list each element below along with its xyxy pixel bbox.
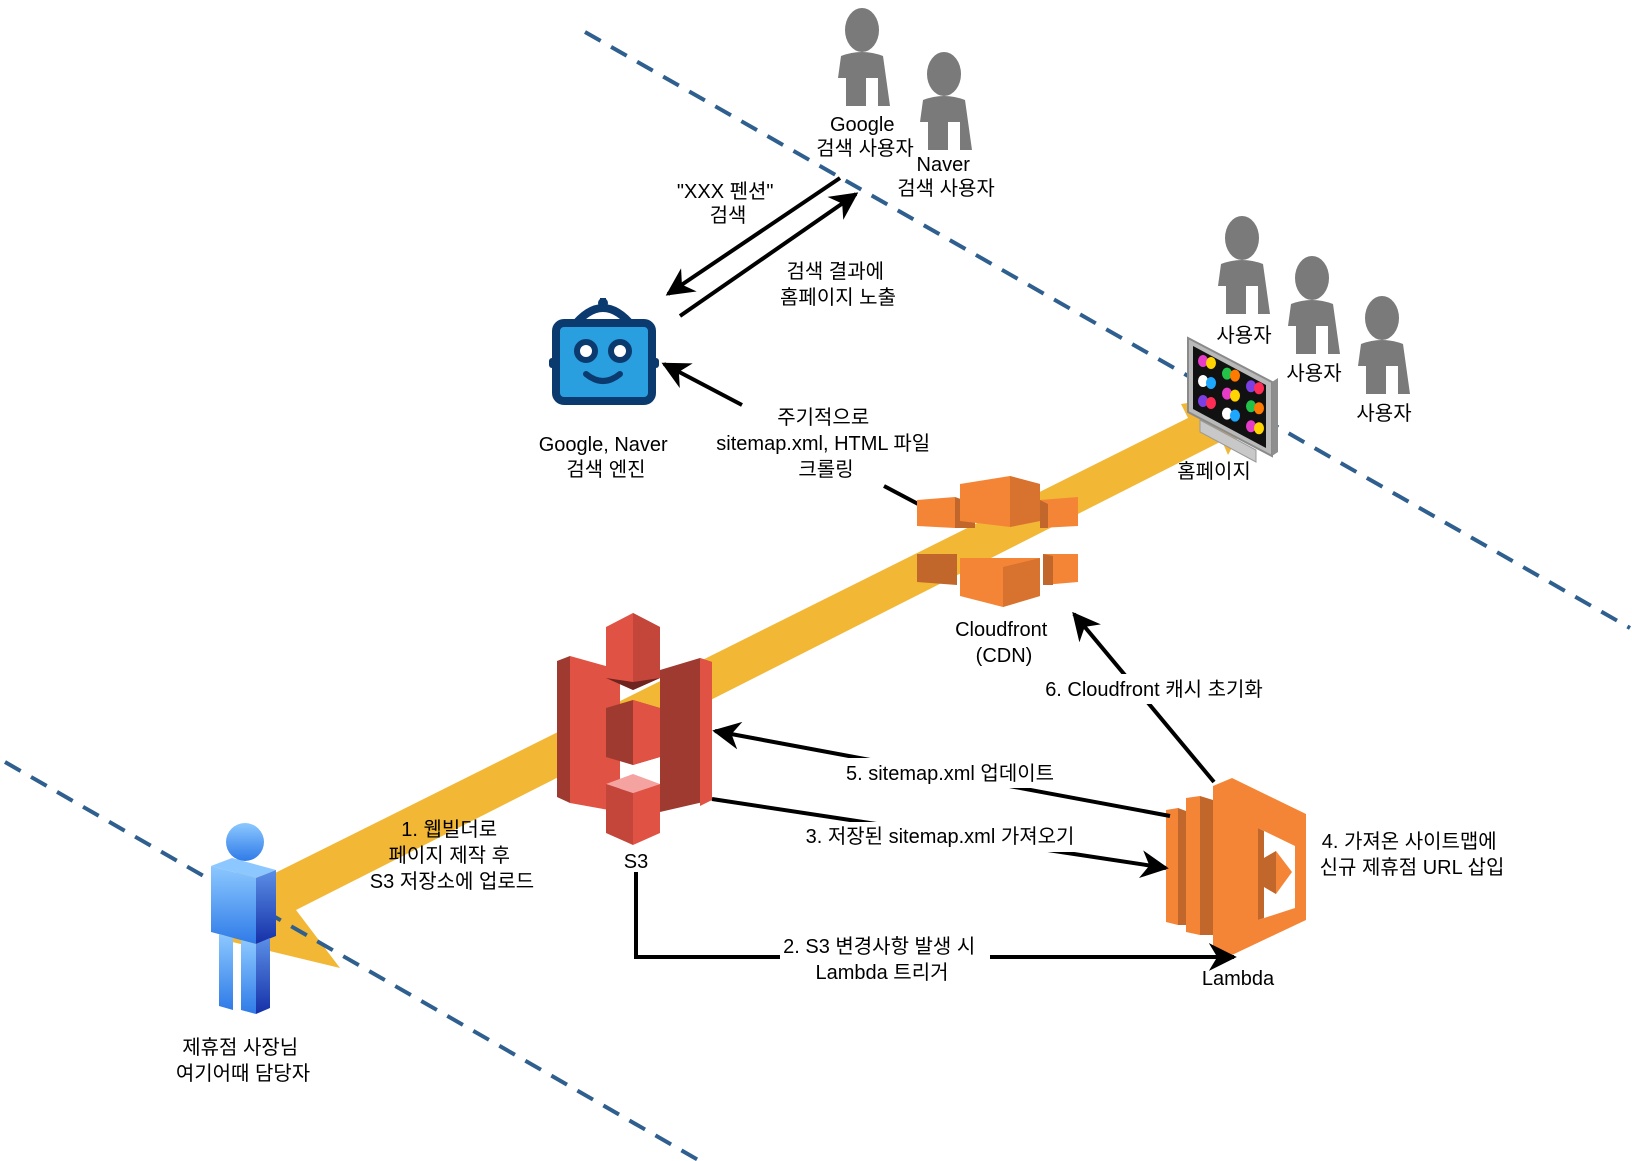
screen-thumbnail <box>1230 389 1240 402</box>
search-engine-label: Google, Naver 검색 엔진 <box>539 434 674 481</box>
screen-thumbnail <box>1246 420 1256 433</box>
step6-label: 6. Cloudfront 캐시 초기화 <box>1045 678 1263 701</box>
screen-thumbnail <box>1246 380 1256 393</box>
screen-thumbnail <box>1230 409 1240 422</box>
screen-thumbnail <box>1254 382 1264 395</box>
site-user-label: 사용자 <box>1216 324 1271 347</box>
user-icon <box>211 823 276 1014</box>
screen-thumbnail <box>1230 369 1240 382</box>
screen-thumbnail <box>1198 395 1208 407</box>
screen-thumbnail <box>1254 422 1264 435</box>
screen-thumbnail <box>1254 402 1264 415</box>
partner-label: 제휴점 사장님 여기어때 담당자 <box>176 1036 310 1085</box>
screen-thumbnail <box>1198 355 1208 367</box>
step4-label: 4. 가져온 사이트맵에 신규 제휴점 URL 삽입 <box>1320 830 1505 879</box>
screen-thumbnail <box>1222 407 1232 420</box>
crawl-arrow-tail-segment <box>883 484 921 507</box>
person-icon <box>920 52 972 150</box>
lambda-icon <box>1166 778 1306 955</box>
s3-label: S3 <box>624 851 648 873</box>
boundary-line-bottom <box>4 760 701 1161</box>
homepage-label: 홈페이지 <box>1177 460 1251 483</box>
lambda-label: Lambda <box>1202 968 1275 990</box>
step2-arrow <box>634 872 1237 971</box>
screen-thumbnail <box>1222 367 1232 380</box>
person-icon <box>1288 256 1340 354</box>
person-icon <box>1218 216 1270 314</box>
robot-icon <box>549 298 659 405</box>
screen-thumbnail <box>1222 387 1232 400</box>
crawl-arrow-head-segment <box>661 362 743 407</box>
search-query-arrow <box>665 176 842 296</box>
person-icon <box>1358 296 1410 394</box>
site-user-label: 사용자 <box>1286 362 1341 385</box>
google-users-label: Google 검색 사용자 <box>816 114 914 160</box>
step5-label: 5. sitemap.xml 업데이트 <box>846 762 1054 785</box>
screen-thumbnail <box>1206 397 1216 409</box>
screen-thumbnail <box>1206 357 1216 369</box>
cloudfront-icon <box>917 476 1078 607</box>
s3-bucket-icon <box>557 613 712 845</box>
boundary-line-top <box>584 30 1631 630</box>
screen-thumbnail <box>1206 377 1216 389</box>
step3-label: 3. 저장된 sitemap.xml 가져오기 <box>806 825 1075 848</box>
monitor-icon <box>1187 336 1278 463</box>
person-icon <box>838 8 890 106</box>
search-result-arrow <box>678 192 859 318</box>
naver-users-label: Naver 검색 사용자 <box>897 154 995 200</box>
screen-thumbnail <box>1198 375 1208 387</box>
search-result-label: 검색 결과에 홈페이지 노출 <box>780 260 896 309</box>
crawl-label: 주기적으로 sitemap.xml, HTML 파일 크롤링 <box>716 406 935 481</box>
cloudfront-label: Cloudfront (CDN) <box>955 619 1053 667</box>
screen-thumbnail <box>1246 400 1256 413</box>
step2-label: 2. S3 변경사항 발생 시 Lambda 트리거 <box>783 935 981 984</box>
search-query-label: "XXX 펜션" 검색 <box>677 180 779 227</box>
flow-band-arrow <box>224 392 1262 968</box>
step1-label: 1. 웹빌더로 페이지 제작 후 S3 저장소에 업로드 <box>370 818 534 893</box>
site-user-label: 사용자 <box>1356 402 1411 425</box>
